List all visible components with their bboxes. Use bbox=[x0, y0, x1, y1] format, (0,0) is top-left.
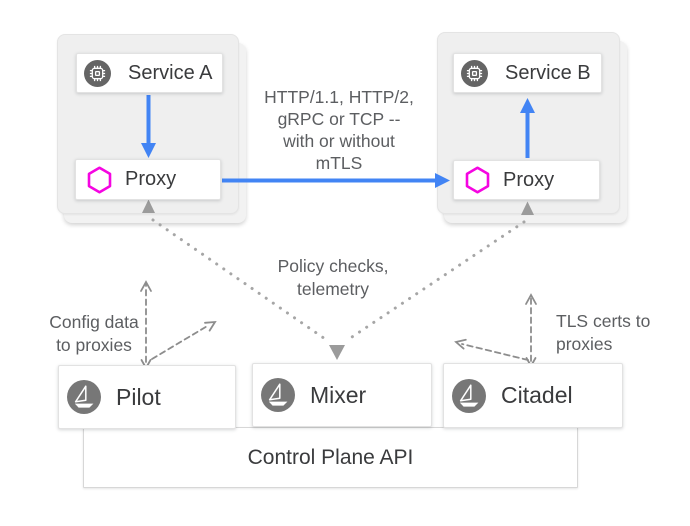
hexagon-icon bbox=[465, 166, 490, 194]
control-plane-api-label: Control Plane API bbox=[247, 445, 414, 469]
config-data-annotation: Config data to proxies bbox=[49, 312, 139, 355]
pilot-node: Pilot bbox=[58, 365, 236, 429]
citadel-label: Citadel bbox=[501, 382, 573, 408]
citadel-certs-dashed-arrow bbox=[525, 293, 537, 368]
control-plane-api-box: Control Plane API bbox=[83, 427, 578, 488]
policy-telemetry-annotation: Policy checks, telemetry bbox=[277, 256, 389, 299]
pilot-label: Pilot bbox=[116, 383, 161, 410]
proxy-b-node: Proxy bbox=[453, 160, 600, 200]
istio-sail-icon bbox=[67, 380, 101, 414]
service-a-node: Service A bbox=[76, 53, 223, 93]
mixer-node: Mixer bbox=[252, 363, 432, 427]
service-b-label: Service B bbox=[505, 61, 591, 84]
down-arrowhead-mixer bbox=[329, 345, 345, 360]
hexagon-icon bbox=[87, 165, 112, 194]
proxy-a-to-proxy-b-arrow bbox=[222, 173, 450, 188]
cpu-chip-icon bbox=[461, 59, 488, 87]
citadel-diagonal-dashed-arrow bbox=[454, 338, 529, 361]
citadel-node: Citadel bbox=[443, 363, 623, 428]
service-a-label: Service A bbox=[128, 61, 213, 84]
traffic-protocols-annotation: HTTP/1.1, HTTP/2, gRPC or TCP -- with or… bbox=[264, 87, 414, 173]
pilot-diagonal-dashed-arrow bbox=[151, 320, 217, 360]
tls-certs-annotation: TLS certs to proxies bbox=[556, 311, 651, 354]
proxy-b-label: Proxy bbox=[503, 168, 555, 191]
cpu-chip-icon bbox=[84, 59, 111, 87]
proxy-a-node: Proxy bbox=[75, 159, 221, 200]
proxy-a-label: Proxy bbox=[125, 168, 177, 190]
istio-sail-icon bbox=[261, 378, 295, 412]
istio-sail-icon bbox=[452, 378, 486, 413]
mixer-label: Mixer bbox=[310, 381, 367, 408]
service-b-node: Service B bbox=[453, 53, 602, 93]
